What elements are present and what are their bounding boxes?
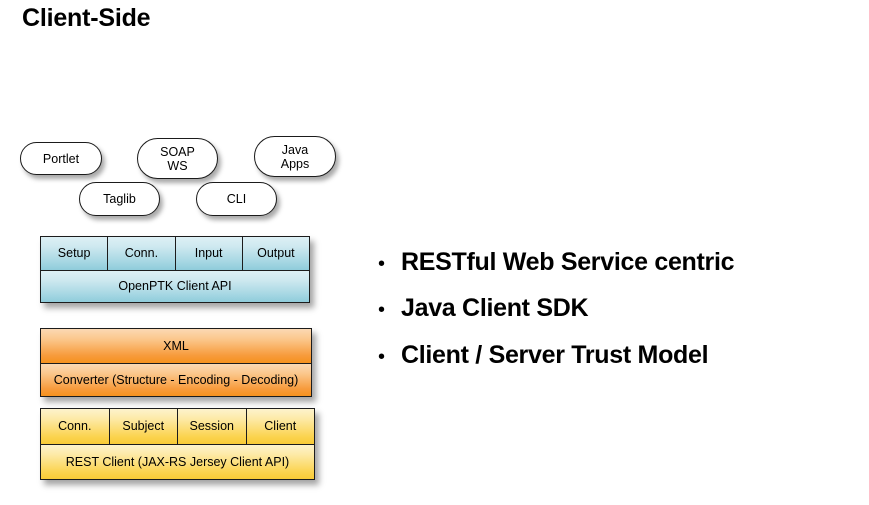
stack-cell-output: Output — [242, 237, 309, 270]
stack-cell-xml: XML — [41, 329, 311, 363]
bullet-text: Java Client SDK — [401, 294, 589, 323]
client-pill-taglib: Taglib — [79, 182, 160, 216]
list-item: • Java Client SDK — [378, 294, 858, 323]
client-pill-label: Taglib — [103, 192, 136, 206]
client-pill-label-line: SOAP — [160, 144, 195, 159]
stack-cell-client: Client — [246, 409, 314, 444]
page-title: Client-Side — [22, 4, 151, 32]
client-pill-cli: CLI — [196, 182, 277, 216]
stack-converter: XML Converter (Structure - Encoding - De… — [40, 328, 312, 397]
stack-converter-columns: XML — [41, 329, 311, 363]
stack-client-api-columns: Setup Conn. Input Output — [41, 237, 309, 270]
client-pill-label-line: Java — [281, 142, 309, 157]
stack-label-client-api: OpenPTK Client API — [41, 270, 309, 302]
bullet-text: Client / Server Trust Model — [401, 340, 709, 369]
client-pill-label-line: WS — [167, 158, 188, 173]
stack-rest-client-columns: Conn. Subject Session Client — [41, 409, 314, 444]
client-pill-label-line: Taglib — [103, 192, 136, 206]
stack-label-converter: Converter (Structure - Encoding - Decodi… — [41, 363, 311, 396]
client-pill-label-line: CLI — [226, 192, 247, 206]
client-pill-portlet: Portlet — [20, 142, 102, 175]
stack-cell-session: Session — [178, 409, 247, 444]
client-pill-label: CLI — [227, 192, 246, 206]
stack-cell-subject: Subject — [109, 409, 178, 444]
list-item: • Client / Server Trust Model — [378, 340, 858, 369]
stack-cell-conn: Conn. — [41, 409, 110, 444]
stack-cell-setup: Setup — [41, 237, 109, 270]
bullet-list: • RESTful Web Service centric • Java Cli… — [378, 249, 858, 388]
client-pill-label: Portlet — [43, 152, 79, 166]
bullet-dot-icon: • — [378, 299, 386, 322]
stack-client-api: Setup Conn. Input Output OpenPTK Client … — [40, 236, 310, 303]
bullet-dot-icon: • — [378, 345, 386, 368]
bullet-text: RESTful Web Service centric — [401, 248, 735, 276]
stack-label-rest-client: REST Client (JAX-RS Jersey Client API) — [41, 444, 314, 479]
bullet-dot-icon: • — [378, 253, 386, 275]
stack-rest-client: Conn. Subject Session Client REST Client… — [40, 408, 315, 480]
stack-cell-input: Input — [175, 237, 243, 270]
stack-cell-conn: Conn. — [108, 237, 176, 270]
client-pill-label-line: Portlet — [42, 151, 80, 166]
list-item: • RESTful Web Service centric — [378, 248, 858, 276]
client-pill-label-line: Apps — [280, 156, 310, 171]
